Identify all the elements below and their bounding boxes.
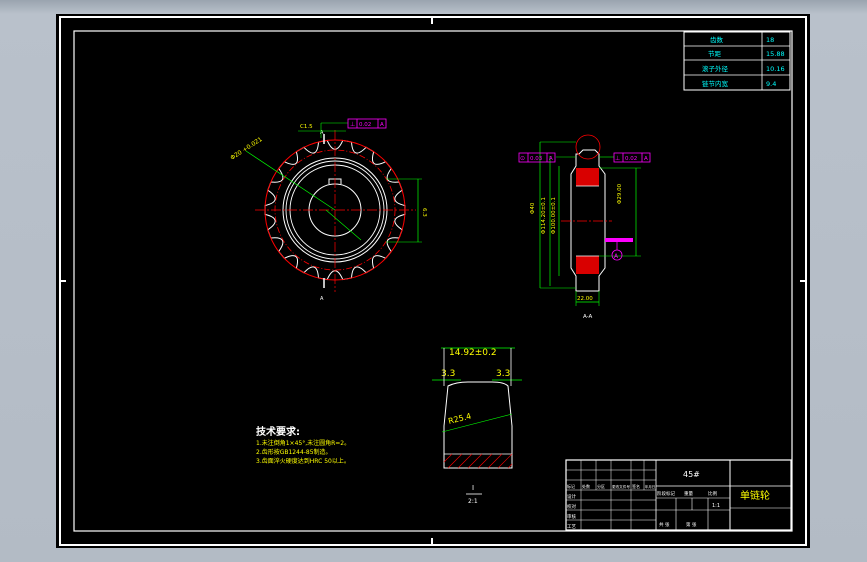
tech-req-item-2: 2.齿形按GB1244-85制造。: [256, 448, 332, 456]
keyway-dimension: 6.3: [421, 208, 427, 217]
param-value-teeth: 18: [766, 36, 774, 44]
svg-text:0.02: 0.02: [359, 122, 371, 128]
tolerance-frame-front: ⊥ 0.02 A: [347, 118, 387, 129]
side-profile: [570, 149, 606, 292]
svg-text:审核: 审核: [567, 513, 576, 520]
svg-text:年月日: 年月日: [645, 484, 655, 489]
chamfer-callout: C1.5: [300, 124, 313, 130]
section-marker-top: A: [320, 130, 324, 136]
tech-req-item-1: 1.未注倒角1×45°,未注圆角R=2。: [256, 439, 350, 447]
section-marker-bottom: A: [320, 296, 324, 302]
drawing-sheet: 齿数 18 节距 15.88 滚子外径 10.16 链节内宽 9.4: [56, 14, 810, 548]
tolerance-frame-left: ⊙ 0.03 A: [518, 152, 576, 163]
svg-text:A: A: [644, 156, 648, 162]
front-view: A A Φ20 +0.021 C1.5 ⊥ 0.02: [229, 118, 427, 302]
scale-value: 1:1: [712, 503, 720, 509]
svg-text:0.02: 0.02: [625, 156, 637, 162]
part-name: 单链轮: [740, 489, 770, 502]
drawing-canvas: 齿数 18 节距 15.88 滚子外径 10.16 链节内宽 9.4: [59, 16, 807, 546]
front-diameter-label: Φ20 +0.021: [229, 136, 264, 162]
tooth-dim-left: 3.3: [441, 369, 455, 379]
svg-text:A: A: [380, 122, 384, 128]
title-block-text: 45# 单链轮 标记 处数 分区 更改文件号 签名 年月日 设计 校对 审核 工…: [567, 470, 770, 530]
param-value-pitch: 15.88: [766, 50, 785, 58]
tooth-profile-detail: 14.92±0.2 3.3 3.3: [432, 347, 522, 505]
param-value-roller: 10.16: [766, 65, 785, 73]
svg-text:0.03: 0.03: [530, 156, 543, 162]
svg-text:⊙: ⊙: [520, 155, 525, 162]
svg-text:共 张: 共 张: [659, 521, 670, 528]
tooth-caption: I: [472, 484, 474, 492]
param-label-teeth: 齿数: [710, 35, 724, 44]
title-block: [565, 459, 792, 531]
svg-text:第 张: 第 张: [686, 521, 697, 528]
section-label: A-A: [583, 314, 593, 320]
svg-text:工艺: 工艺: [567, 524, 576, 530]
parameter-table: 齿数 18 节距 15.88 滚子外径 10.16 链节内宽 9.4: [683, 31, 791, 91]
tooth-hatch: [443, 453, 513, 469]
tooth-scale: 2:1: [468, 498, 478, 505]
param-label-pitch: 节距: [708, 50, 722, 58]
svg-text:签名: 签名: [632, 483, 640, 489]
detail-circle: [575, 134, 601, 160]
material-label: 45#: [683, 470, 700, 479]
side-dim-root: Φ100.00±0.1: [551, 197, 557, 234]
svg-text:标记: 标记: [567, 483, 575, 489]
tolerance-frame-right: ⊥ 0.02 A: [599, 152, 651, 163]
svg-text:A: A: [549, 156, 553, 162]
tooth-dim-top: 14.92±0.2: [449, 348, 497, 358]
svg-text:阶段标记: 阶段标记: [657, 490, 675, 497]
outer-frame: [59, 16, 807, 546]
svg-text:⊥: ⊥: [350, 121, 355, 128]
side-view: Φ40 Φ114.20±0.1 Φ100.00±0.1 Φ29.00 22.00…: [518, 134, 651, 320]
svg-text:校对: 校对: [567, 503, 576, 510]
side-dim-hub: Φ40: [530, 202, 536, 214]
svg-text:处数: 处数: [582, 483, 590, 489]
tech-req-item-3: 3.齿面淬火硬度达到HRC 50以上。: [256, 457, 350, 465]
param-label-width: 链节内宽: [702, 79, 729, 88]
svg-text:更改文件号: 更改文件号: [612, 484, 630, 489]
tech-req-title: 技术要求:: [256, 425, 300, 438]
tooth-dim-right: 3.3: [496, 369, 510, 379]
tooth-radius: R25.4: [447, 412, 472, 426]
svg-text:⊥: ⊥: [615, 155, 620, 162]
technical-requirements: 技术要求: 1.未注倒角1×45°,未注圆角R=2。 2.齿形按GB1244-8…: [256, 425, 350, 465]
svg-text:重量: 重量: [684, 490, 693, 497]
svg-text:A: A: [614, 253, 619, 260]
datum-symbol: A: [605, 238, 633, 261]
svg-text:设计: 设计: [567, 493, 576, 500]
svg-text:比例: 比例: [708, 490, 717, 497]
param-value-width: 9.4: [766, 80, 776, 88]
svg-text:分区: 分区: [597, 483, 605, 489]
side-dim-outer: Φ114.20±0.1: [541, 197, 547, 234]
side-dim-bore: Φ29.00: [617, 183, 623, 204]
side-dim-width: 22.00: [577, 296, 593, 302]
param-label-roller: 滚子外径: [702, 64, 729, 73]
inner-frame: [73, 30, 793, 532]
